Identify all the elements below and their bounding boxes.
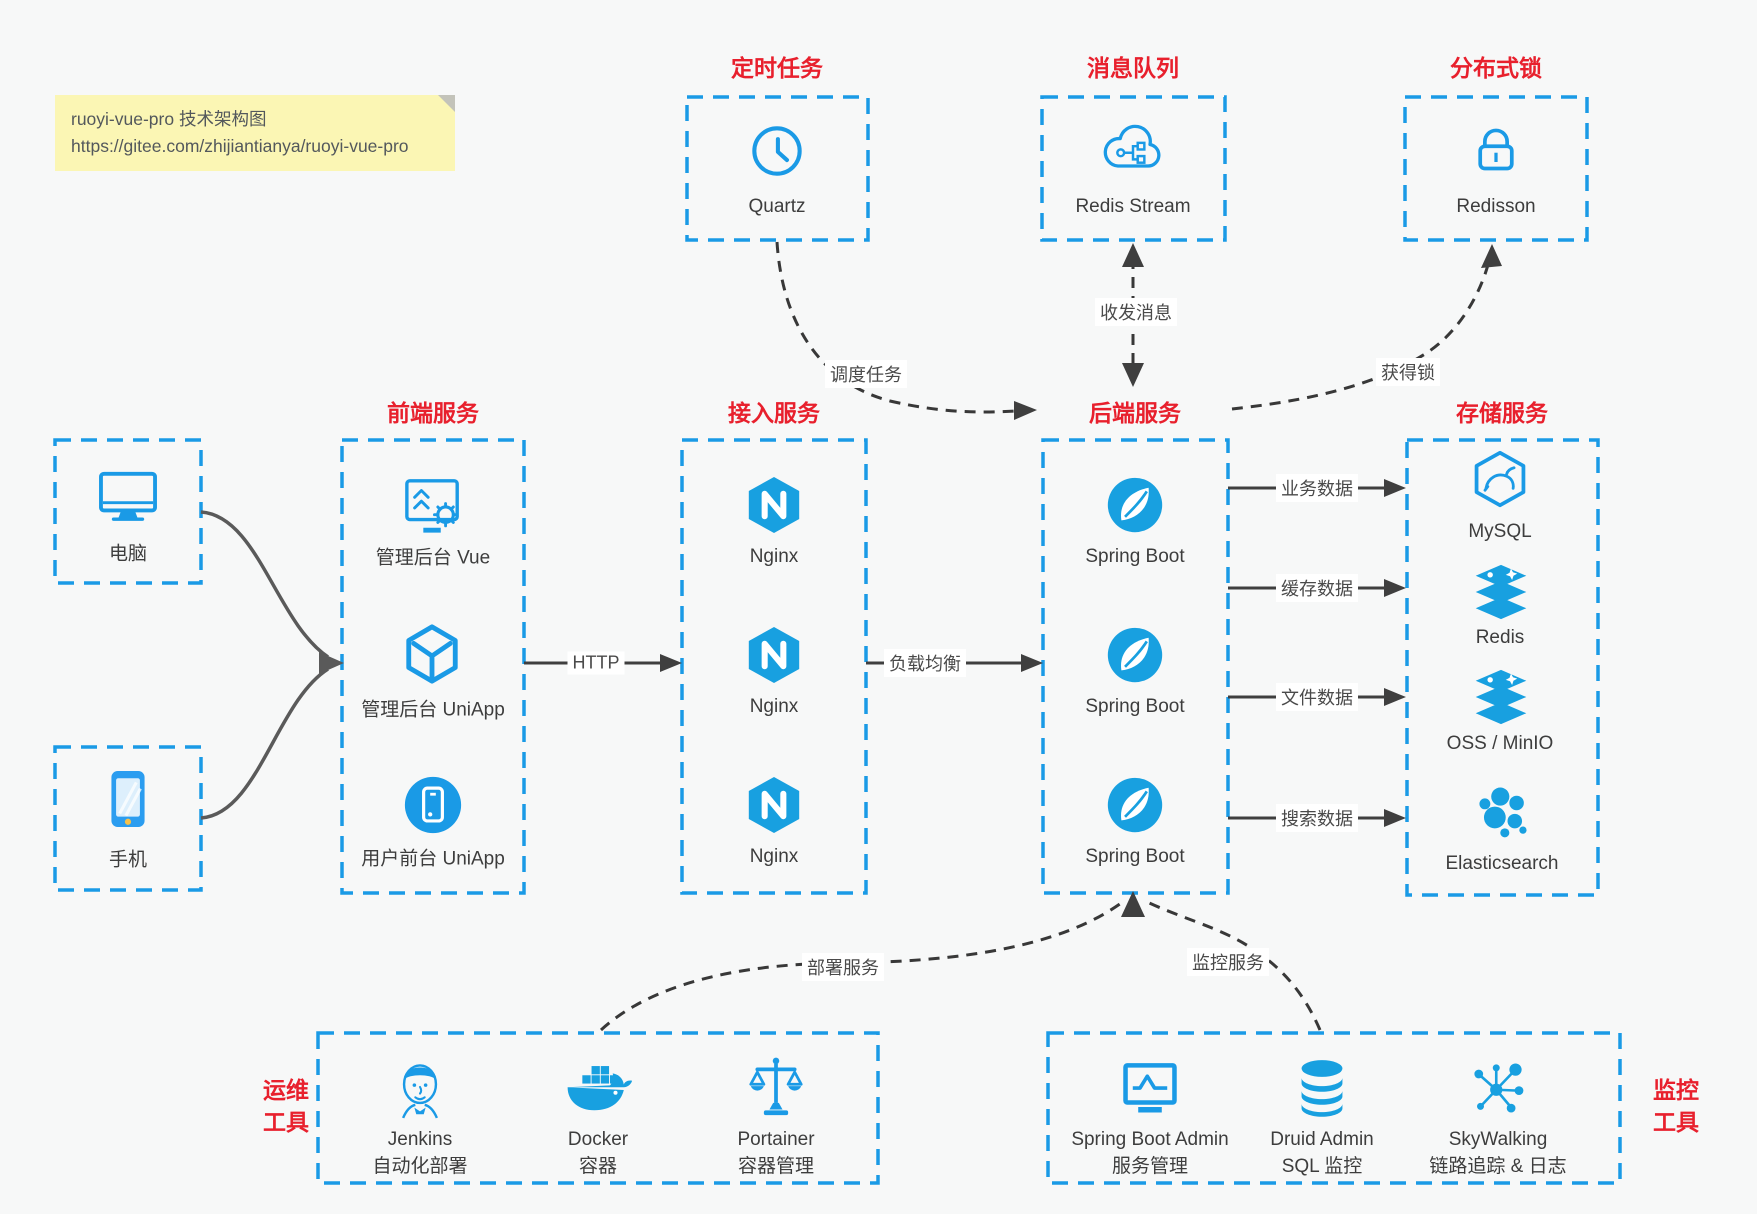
spring-icon [1107,477,1163,533]
node-label-nginx-3: Nginx [749,846,799,867]
mysql-icon [1474,450,1526,508]
database-icon [1301,1060,1343,1117]
note-title: ruoyi-vue-pro 技术架构图 [71,109,267,129]
monitoring-box [1046,1031,1622,1185]
jenkins-icon [402,1064,438,1119]
node-label-nginx-1: Nginx [749,546,799,567]
sticky-note: ruoyi-vue-pro 技术架构图 https://gitee.com/zh… [55,95,455,171]
smartphone-icon [111,771,145,827]
gateway-title: 接入服务 [728,400,820,426]
edge-label-load-balance: 负载均衡 [884,649,966,677]
frontend-title: 前端服务 [387,400,479,426]
monitoring-title: 监控 工具 [1653,1077,1699,1135]
curve-pc-to-frontend [200,510,329,659]
arrowhead-load-balance [1021,654,1043,672]
node-label-portainer: Portainer 容器管理 [737,1129,815,1177]
node-label-mysql: MySQL [1468,521,1532,542]
arrowhead-clients-frontend [319,652,344,674]
arrowhead-into-backend [1121,891,1145,917]
mq-title: 消息队列 [1087,55,1179,81]
elasticsearch-icon [1479,787,1527,838]
node-label-user-uniapp: 用户前台 UniApp [361,848,505,870]
note-url: https://gitee.com/zhijiantianya/ruoyi-vu… [71,136,409,156]
cloud-stream-icon [1103,124,1161,168]
curve-phone-to-frontend [200,667,329,820]
arrowhead-msg-up [1122,243,1144,267]
node-label-springboot-3: Spring Boot [1085,846,1185,867]
mobile-app-icon [404,776,462,834]
arrowhead-acquire-lock [1481,244,1502,268]
scheduler-title: 定时任务 [731,55,823,81]
arrowhead-cache-data [1384,579,1406,597]
lock-title: 分布式锁 [1450,55,1542,81]
arrowhead-http [660,654,682,672]
edge-label-deploy-service: 部署服务 [802,953,884,981]
desktop-icon [99,471,157,521]
curve-acquire-lock [1231,260,1491,411]
node-label-sba: Spring Boot Admin 服务管理 [1071,1129,1229,1177]
edge-label-schedule-job: 调度任务 [825,360,907,388]
arrowhead-file-data [1384,688,1406,706]
scheduler-box [685,95,870,242]
edge-label-send-receive-msg: 收发消息 [1095,298,1177,326]
node-label-phone: 手机 [108,849,148,871]
curve-monitor-service [1142,898,1322,1031]
arrowhead-msg-down [1122,363,1144,387]
node-label-druid: Druid Admin SQL 监控 [1270,1129,1374,1177]
node-label-admin-vue: 管理后台 Vue [375,547,491,569]
docker-whale-icon [567,1066,633,1111]
spring-icon [1107,777,1163,833]
lock-box [1403,95,1589,242]
mq-box [1040,95,1227,242]
backend-title: 后端服务 [1089,400,1181,426]
node-label-redis-stream: Redis Stream [1075,196,1191,217]
object-storage-icon [1475,669,1527,725]
nginx-icon [748,477,800,533]
arrowhead-search-data [1384,809,1406,827]
ops-box [316,1031,880,1185]
node-label-redisson: Redisson [1456,196,1536,217]
edge-label-acquire-lock: 获得锁 [1376,358,1440,386]
gateway-box [680,438,868,895]
spring-icon [1107,627,1163,683]
node-label-springboot-1: Spring Boot [1085,546,1185,567]
node-label-pc: 电脑 [108,543,148,565]
lock-icon [1478,128,1514,171]
node-label-oss-minio: OSS / MinIO [1446,733,1554,754]
node-label-docker: Docker 容器 [567,1129,629,1177]
storage-title: 存储服务 [1456,400,1548,426]
node-label-redis: Redis [1475,627,1525,648]
ops-title: 运维 工具 [263,1077,309,1135]
storage-box [1405,438,1600,897]
redis-stack-icon [1475,564,1527,620]
topology-icon [1474,1063,1524,1113]
pc-box [53,438,203,585]
clock-icon [752,126,802,176]
edge-label-monitor-service: 监控服务 [1187,948,1269,976]
node-label-quartz: Quartz [748,196,806,217]
edge-label-http: HTTP [567,651,625,675]
cube-icon [406,624,458,684]
node-label-nginx-2: Nginx [749,696,799,717]
scales-icon [749,1057,803,1116]
node-label-springboot-2: Spring Boot [1085,696,1185,717]
node-label-skywalking: SkyWalking 链路追踪 & 日志 [1429,1129,1567,1177]
edge-label-business-data: 业务数据 [1276,474,1358,502]
admin-vue-icon [405,479,459,533]
admin-monitor-icon [1123,1063,1177,1113]
frontend-box [340,438,526,895]
nginx-icon [748,627,800,683]
backend-box [1041,438,1230,895]
nginx-icon [748,777,800,833]
edge-label-cache-data: 缓存数据 [1276,574,1358,602]
node-label-admin-uniapp: 管理后台 UniApp [361,699,505,721]
arrowhead-business-data [1384,479,1406,497]
edge-label-file-data: 文件数据 [1276,683,1358,711]
node-label-elasticsearch: Elasticsearch [1445,853,1559,874]
arrowhead-schedule-job [1014,401,1037,420]
node-label-jenkins: Jenkins 自动化部署 [372,1129,468,1177]
phone-box [53,745,203,892]
curve-schedule-job [775,241,1017,414]
edge-label-search-data: 搜索数据 [1276,804,1358,832]
